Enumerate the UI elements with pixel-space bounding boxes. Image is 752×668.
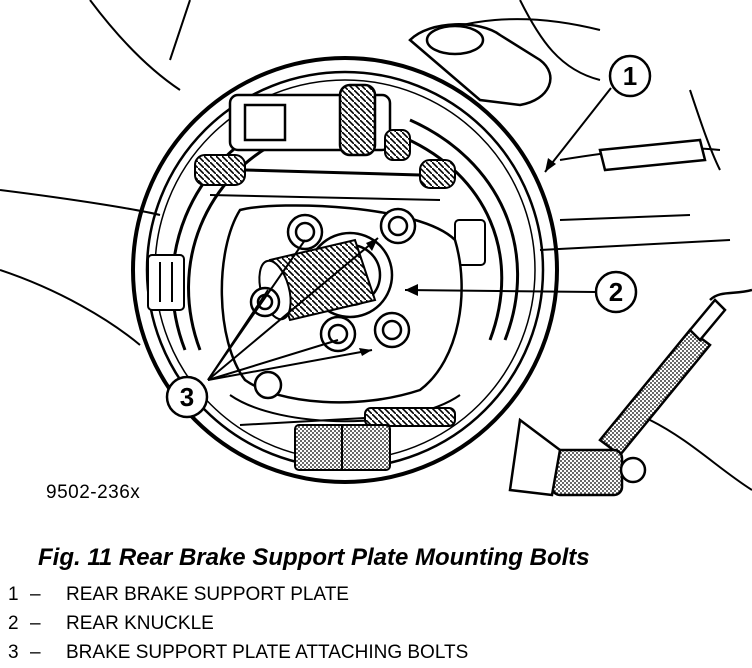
lower-spring-and-adjuster (239, 407, 456, 471)
callout-1: 1 (608, 54, 652, 98)
callout-2: 2 (594, 270, 638, 314)
legend-number: 2 (8, 613, 19, 634)
legend-list: 1–REAR BRAKE SUPPORT PLATE 2–REAR KNUCKL… (8, 580, 468, 667)
legend-separator: – (30, 613, 41, 634)
upper-bracket (408, 23, 707, 172)
legend-item: 1– REAR BRAKE SUPPORT PLATE (8, 580, 468, 609)
callout-leaders (207, 87, 612, 381)
hold-down-clips (147, 219, 486, 311)
callout-arrowheads (359, 158, 556, 356)
legend-label: BRAKE SUPPORT PLATE ATTACHING BOLTS (66, 642, 469, 663)
legend-item: 3– BRAKE SUPPORT PLATE ATTACHING BOLTS (8, 638, 468, 667)
mounting-bolts (249, 207, 417, 400)
bolt-lower-right (373, 311, 411, 349)
brake-line-fitting (508, 288, 752, 497)
legend-label: REAR KNUCKLE (66, 613, 214, 634)
wheel-cylinder (228, 83, 392, 157)
legend-number: 3 (8, 642, 19, 663)
axle-spindle (258, 238, 377, 322)
bolt-upper-right (379, 207, 417, 245)
legend-separator: – (30, 584, 41, 605)
legend-item: 2– REAR KNUCKLE (8, 609, 468, 638)
upper-return-spring (194, 129, 456, 201)
svg-text:2: 2 (609, 277, 623, 307)
bolt-lower-left (319, 315, 357, 353)
figure-caption: Fig. 11 Rear Brake Support Plate Mountin… (38, 544, 590, 571)
svg-text:3: 3 (180, 382, 194, 412)
callout-3: 3 (165, 375, 209, 419)
bolt-upper-left (286, 213, 324, 251)
svg-text:1: 1 (623, 61, 637, 91)
legend-number: 1 (8, 584, 19, 605)
bolt-bottom (253, 370, 283, 400)
brake-assembly-illustration: 1 2 3 (0, 0, 752, 497)
figure-reference-code: 9502-236x (46, 482, 141, 503)
legend-separator: – (30, 642, 41, 663)
legend-label: REAR BRAKE SUPPORT PLATE (66, 584, 349, 605)
